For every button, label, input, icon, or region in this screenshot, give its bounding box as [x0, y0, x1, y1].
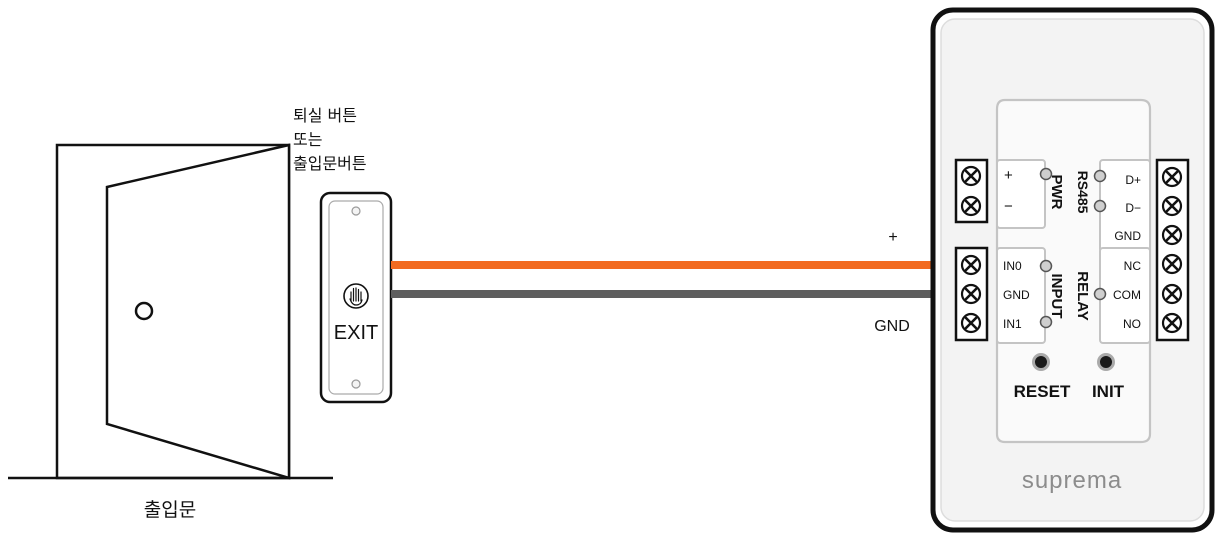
- relay-title: RELAY: [1074, 271, 1091, 320]
- pwr-terminal-block: [954, 158, 989, 224]
- reset-label: RESET: [1014, 382, 1071, 401]
- init-button[interactable]: [1097, 353, 1115, 371]
- input-in1-dot: [1039, 315, 1053, 329]
- exit-button-group: 퇴실 버튼 또는 출입문버튼 EXIT: [293, 106, 393, 404]
- exit-label-line-3: 출입문버튼: [293, 154, 367, 173]
- rs485-d-minus-dot: [1093, 199, 1107, 213]
- relay-com-label: COM: [1113, 288, 1141, 302]
- rs485-d-plus-label: D+: [1125, 173, 1141, 187]
- top-screw: [351, 206, 361, 216]
- terminal-screw-icon: [1161, 195, 1183, 217]
- input-in0-dot: [1039, 259, 1053, 273]
- terminal-screw-icon: [1161, 312, 1183, 334]
- pwr-pin-dot: [1039, 167, 1053, 181]
- wires: + GND: [391, 229, 935, 335]
- terminal-screw-icon: [1161, 224, 1183, 246]
- rs485-title: RS485: [1075, 171, 1091, 214]
- input-terminal-block: [954, 246, 989, 342]
- rs485-d-minus-label: D−: [1125, 201, 1141, 215]
- input-in0-label: IN0: [1003, 259, 1022, 273]
- input-in1-label: IN1: [1003, 317, 1022, 331]
- ground-label: GND: [874, 318, 910, 335]
- terminal-screw-icon: [960, 283, 982, 305]
- door-knob: [134, 301, 154, 321]
- exit-label-line-2: 또는: [293, 130, 322, 149]
- hand-icon: [343, 283, 369, 309]
- pwr-connector: [996, 159, 1046, 229]
- input-gnd-label: GND: [1003, 288, 1030, 302]
- terminal-screw-icon: [960, 312, 982, 334]
- rs485-d-plus-dot: [1093, 169, 1107, 183]
- rs485-gnd-label: GND: [1114, 229, 1141, 243]
- exit-text: EXIT: [334, 322, 378, 344]
- relay-com-dot: [1093, 287, 1107, 301]
- terminal-screw-icon: [1161, 166, 1183, 188]
- bottom-screw: [351, 379, 361, 389]
- terminal-screw-icon: [960, 254, 982, 276]
- positive-label: +: [888, 229, 897, 246]
- input-title: INPUT: [1048, 274, 1065, 319]
- input-connector: [996, 247, 1046, 344]
- pin-dots: [1039, 167, 1107, 329]
- brand-logo: suprema: [1022, 467, 1122, 494]
- door-label: 출입문: [144, 499, 196, 521]
- door-panel: [105, 143, 291, 480]
- terminal-screw-icon: [960, 165, 982, 187]
- init-label: INIT: [1092, 382, 1125, 401]
- exit-label-line-1: 퇴실 버튼: [293, 106, 357, 125]
- pwr-plus-label: +: [1004, 167, 1013, 184]
- pwr-title: PWR: [1048, 175, 1065, 210]
- relay-nc-label: NC: [1124, 259, 1142, 273]
- controller: + − D+ D− GND IN0 GND IN1 NC COM NO PWR …: [930, 7, 1215, 533]
- reset-button[interactable]: [1032, 353, 1050, 371]
- right-terminal-block: [1155, 158, 1190, 342]
- door: 출입문: [8, 143, 333, 521]
- terminal-screw-icon: [960, 195, 982, 217]
- terminal-screw-icon: [1161, 253, 1183, 275]
- relay-no-label: NO: [1123, 317, 1141, 331]
- terminal-screw-icon: [1161, 283, 1183, 305]
- pwr-minus-label: −: [1004, 198, 1013, 215]
